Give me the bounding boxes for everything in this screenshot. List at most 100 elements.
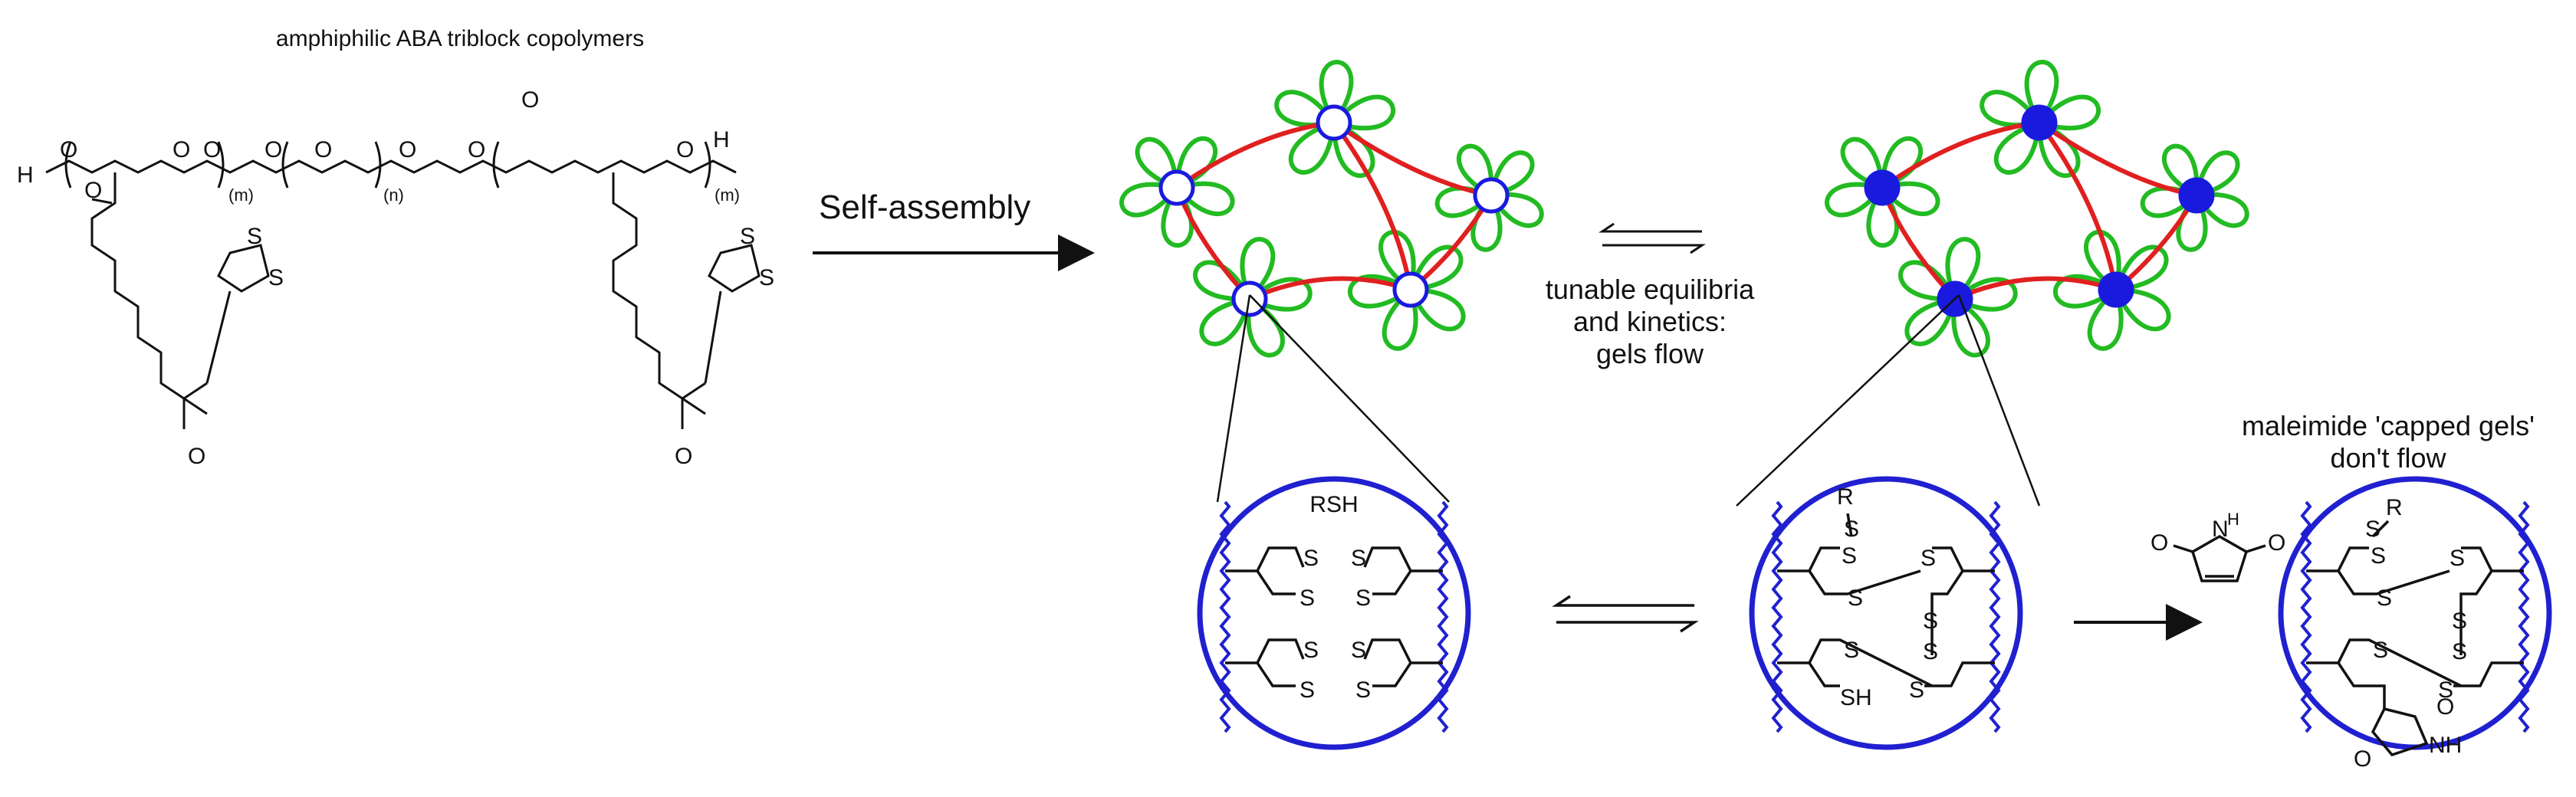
succinimide-o-bottom: O [2354, 746, 2371, 772]
micelle-core-open [1392, 271, 1429, 308]
oxygen-label: O [521, 87, 539, 113]
micelle-corona [1193, 237, 1313, 358]
oxygen-label: O [676, 137, 694, 162]
bridging-chain [2038, 120, 2197, 198]
zoom-guide-lines [1216, 294, 2041, 507]
micelle-core-crosslinked [2178, 177, 2215, 214]
polymer-chain-wavy [1989, 500, 2001, 733]
maleimide-o-left: O [2150, 530, 2168, 556]
polymer-chain-wavy [1771, 500, 1783, 733]
sulfur-label: S [1351, 546, 1366, 571]
dithiolane-ring-left [217, 244, 270, 293]
succinimide-nh: NH [2429, 733, 2462, 758]
sulfur-label: S [1300, 677, 1315, 703]
oxygen-label: O [60, 137, 77, 162]
r-group-label: R [2386, 495, 2403, 520]
repeat-bracket-left-open [64, 141, 72, 189]
sulfur-label: S [1303, 638, 1319, 663]
oxygen-label: O [188, 444, 205, 469]
micelle-corona [2140, 143, 2249, 252]
oxygen-label: O [468, 137, 485, 162]
zoom-circle-crosslinked: R S S S S S S S S SH [1749, 476, 2023, 750]
sulfur-label: S [1300, 585, 1315, 611]
bridging-chain [1953, 276, 2117, 301]
side-chain-right [612, 172, 684, 429]
sulfur-label: S [759, 265, 774, 290]
micelle-network-closed [1825, 60, 2249, 358]
sulfur-label: S [1921, 546, 1936, 571]
copolymer-repeat-n: (n) [383, 185, 404, 205]
bridging-chain [1332, 120, 1492, 198]
triblock-copolymer-structure [45, 141, 761, 429]
side-chain-left [90, 172, 186, 429]
bridging-chain [2037, 121, 2118, 290]
thiol-sh-label: SH [1840, 685, 1872, 710]
copolymer-oxygen-labels: O O O O O O O O O O O O [60, 87, 694, 469]
sulfur-label: S [1923, 608, 1938, 634]
sulfur-label: S [2450, 546, 2465, 571]
sulfur-label: S [1355, 677, 1371, 703]
oxygen-label: O [172, 137, 190, 162]
sulfur-label: S [1842, 543, 1857, 569]
micelle-corona [2052, 229, 2171, 351]
sulfur-label: S [2452, 639, 2467, 664]
sulfur-label: S [1909, 677, 1924, 703]
sulfur-label: S [1351, 638, 1366, 663]
repeat-bracket-left-close [217, 141, 225, 189]
equilibrium-label-line-2: and kinetics: [1573, 306, 1727, 337]
copolymer-repeat-m-left: (m) [228, 185, 254, 205]
copolymer-sulfur-labels: S S S S [247, 224, 774, 290]
oxygen-label: O [399, 137, 416, 162]
sulfur-label: S [1355, 585, 1371, 611]
zoom-circle-open-dithiolanes: RSH S S S S S S S S [1197, 476, 1471, 750]
bridging-chain [1332, 121, 1413, 290]
sulfur-label: S [247, 224, 262, 249]
zoom-circle-capped: R S S S S S S S S O NH O [2278, 476, 2552, 772]
polymer-chain-wavy [2518, 500, 2530, 733]
self-assembly-label: Self-assembly [819, 189, 1030, 226]
micelle-core-crosslinked [1864, 169, 1901, 206]
succinimide-o-top: O [2436, 694, 2454, 720]
sulfur-label: S [2373, 638, 2388, 663]
capped-gel-label-line-2: don't flow [2331, 442, 2447, 474]
copolymer-backbone [45, 159, 737, 174]
polymer-chain-wavy [1437, 500, 1449, 733]
micelle-core-open [1473, 177, 1510, 214]
micelle-core-crosslinked [2021, 104, 2058, 141]
micelle-core-open [1316, 104, 1352, 141]
micelle-network-open [1119, 60, 1544, 358]
copolymer-repeat-m-right: (m) [715, 185, 740, 205]
scheme-title: amphiphilic ABA triblock copolymers [276, 26, 644, 51]
micelle-corona [1347, 229, 1466, 351]
sulfur-label: S [1923, 639, 1938, 664]
bridging-chain [1175, 120, 1335, 190]
maleimide-n: N [2212, 517, 2229, 542]
sulfur-label: S [740, 224, 755, 249]
polymer-chain-wavy [1219, 500, 1231, 733]
sulfur-label: S [2438, 677, 2453, 703]
sulfur-label: S [2371, 543, 2386, 569]
repeat-bracket-mid-close [374, 141, 382, 189]
sulfur-label: S [268, 265, 284, 290]
r-group-label: R [1837, 484, 1854, 510]
sulfur-label: S [2365, 517, 2380, 542]
copolymer-h-right: H [713, 127, 730, 153]
micelle-core-open [1158, 169, 1195, 206]
repeat-bracket-mid-open [281, 141, 289, 189]
maleimide-h: H [2227, 510, 2239, 529]
equilibrium-label-line-1: tunable equilibria [1546, 274, 1755, 305]
sulfur-label: S [1848, 585, 1863, 611]
capped-gel-label-line-1: maleimide 'capped gels' [2242, 410, 2535, 441]
sulfur-label: S [1844, 638, 1859, 663]
repeat-bracket-right-open [492, 141, 500, 189]
micelle-core-crosslinked [2098, 271, 2134, 308]
rsh-reagent-label: RSH [1309, 492, 1358, 517]
oxygen-label: O [675, 444, 692, 469]
maleimide-reagent [2173, 534, 2266, 582]
micelle-corona [1434, 143, 1544, 252]
bridging-chain [1248, 276, 1411, 301]
micelle-corona [1825, 136, 1940, 248]
oxygen-label: O [314, 137, 332, 162]
sulfur-label: S [1844, 517, 1859, 542]
